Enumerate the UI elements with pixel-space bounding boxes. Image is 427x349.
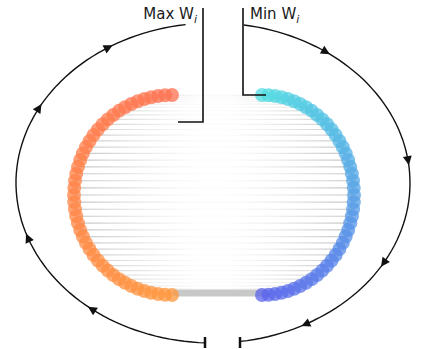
callout-label: Max Wi xyxy=(143,5,197,25)
chord-line xyxy=(80,229,348,230)
chord-line xyxy=(76,173,352,174)
label-subscript: i xyxy=(194,13,197,26)
tick-mark xyxy=(239,337,242,348)
chord-line xyxy=(75,180,353,181)
chord-line xyxy=(108,119,322,120)
arrow-head xyxy=(381,257,390,267)
label-text: Min W xyxy=(250,5,296,23)
chord-line xyxy=(83,153,346,154)
bottom-bar xyxy=(176,290,268,297)
arrow-head xyxy=(88,307,98,316)
flow-arrows xyxy=(16,25,412,343)
label-subscript: i xyxy=(296,13,299,26)
chord-line xyxy=(103,265,327,266)
chord-line xyxy=(113,274,317,275)
chord-line xyxy=(113,114,317,115)
chord-line xyxy=(78,166,350,167)
callout-label: Min Wi xyxy=(250,5,299,25)
min-dot xyxy=(255,288,269,302)
chord-line xyxy=(131,285,300,286)
chord-line xyxy=(74,202,354,203)
chord-line xyxy=(125,282,306,283)
chord-line xyxy=(86,146,343,147)
max-dot xyxy=(165,288,179,302)
chord-line xyxy=(125,107,306,108)
arrow-head xyxy=(403,156,412,166)
tick-mark xyxy=(204,337,207,348)
chord-line xyxy=(98,260,332,261)
leader-line xyxy=(178,8,203,122)
chord-line xyxy=(78,223,350,224)
arrow-head xyxy=(33,104,42,114)
chord-line xyxy=(94,134,336,135)
chord-line xyxy=(74,194,354,195)
chord-line xyxy=(94,254,336,255)
chord-line xyxy=(83,236,346,237)
chord-line xyxy=(98,129,332,130)
chord-line xyxy=(74,187,354,188)
chord-line xyxy=(90,248,340,249)
flow-arc xyxy=(240,25,410,341)
chord-line xyxy=(76,216,352,217)
arrow-head xyxy=(26,234,34,244)
chord-line xyxy=(86,242,343,243)
chord-line xyxy=(131,103,300,104)
chord-line xyxy=(108,270,322,271)
flow-arc xyxy=(16,25,206,343)
arrow-head xyxy=(103,45,113,53)
arrow-head xyxy=(320,46,330,54)
chord-line xyxy=(119,110,312,111)
chord-line xyxy=(119,279,312,280)
chord-line xyxy=(103,124,327,125)
arrow-head xyxy=(301,318,311,326)
label-text: Max W xyxy=(143,5,194,23)
chord-line xyxy=(90,140,340,141)
chord-line xyxy=(75,209,353,210)
chord-lines xyxy=(74,95,354,295)
chord-line xyxy=(80,159,348,160)
dot-arcs xyxy=(67,88,361,302)
